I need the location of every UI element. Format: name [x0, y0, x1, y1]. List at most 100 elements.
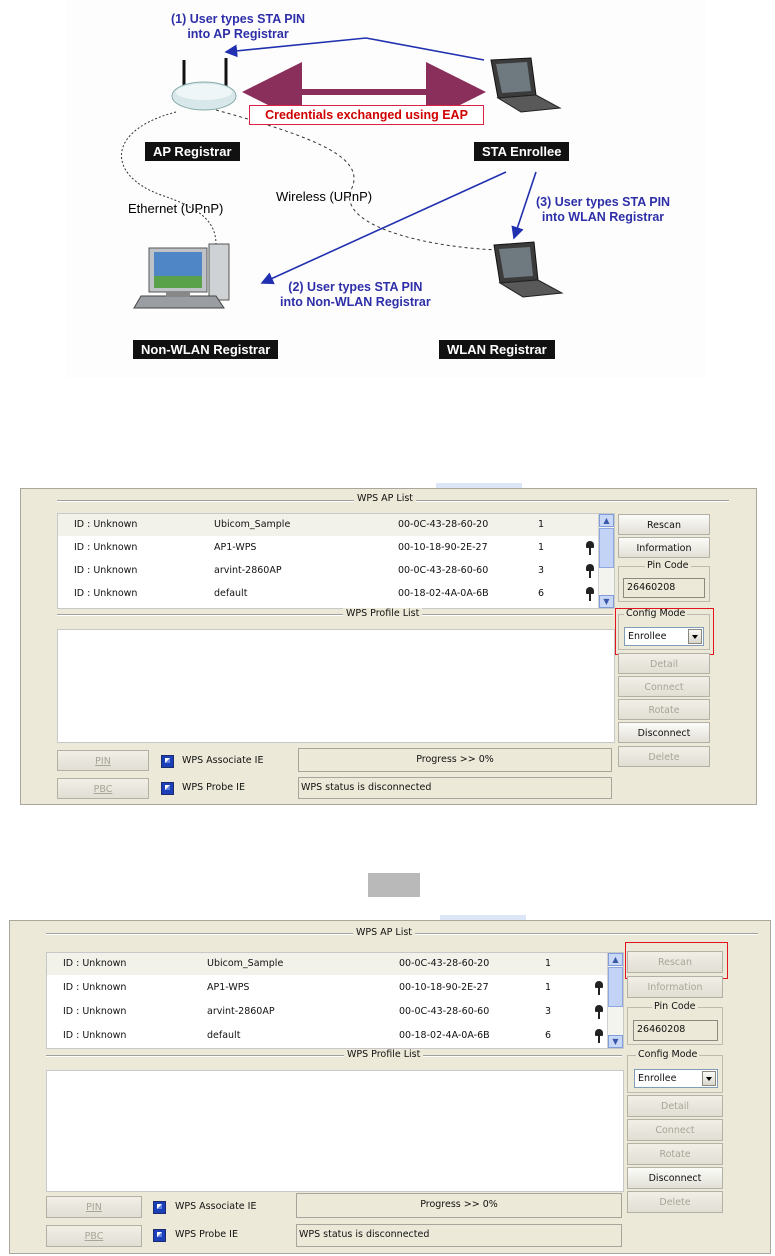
scroll-up-icon[interactable]: ▲: [599, 514, 614, 527]
rescan-button[interactable]: Rescan: [618, 514, 710, 535]
step2-note: (2) User types STA PIN into Non-WLAN Reg…: [280, 280, 431, 309]
detail-button[interactable]: Detail: [618, 653, 710, 674]
scroll-down-icon[interactable]: ▼: [608, 1035, 623, 1048]
ap-row[interactable]: ID : Unknown Ubicom_Sample 00-0C-43-28-6…: [47, 953, 607, 975]
chevron-down-icon[interactable]: [702, 1071, 716, 1086]
step3-note: (3) User types STA PIN into WLAN Registr…: [536, 195, 671, 224]
detail-button[interactable]: Detail: [627, 1095, 723, 1117]
ap-row[interactable]: ID : Unknown arvint-2860AP 00-0C-43-28-6…: [47, 1001, 607, 1023]
pin-button-label: PIN: [95, 756, 111, 767]
ap-id: ID : Unknown: [63, 958, 127, 969]
delete-button[interactable]: Delete: [618, 746, 710, 767]
divider: [57, 614, 613, 616]
pin-button[interactable]: PIN: [46, 1196, 142, 1218]
ap-list-scrollbar[interactable]: ▲ ▼: [607, 953, 623, 1048]
ap-row[interactable]: ID : Unknown AP1-WPS 00-10-18-90-2E-27 1: [58, 537, 598, 559]
information-button[interactable]: Information: [618, 537, 710, 558]
ap-id: ID : Unknown: [74, 542, 138, 553]
ap-channel: 1: [545, 982, 552, 993]
rotate-button[interactable]: Rotate: [618, 699, 710, 720]
ap-registrar-label: AP Registrar: [145, 142, 240, 161]
disconnect-button[interactable]: Disconnect: [618, 722, 710, 743]
ap-mac: 00-10-18-90-2E-27: [398, 542, 488, 553]
wps-ap-list-title: WPS AP List: [353, 927, 416, 938]
ap-list-scrollbar[interactable]: ▲ ▼: [598, 514, 614, 608]
wps-ap-list-title: WPS AP List: [354, 493, 417, 504]
config-mode-group: Config Mode Enrollee: [618, 608, 710, 650]
wps-probe-ie-label: WPS Probe IE: [182, 782, 245, 793]
disconnect-button[interactable]: Disconnect: [627, 1167, 723, 1189]
information-button[interactable]: Information: [627, 976, 723, 998]
pbc-button-label: PBC: [93, 784, 113, 795]
tab-stub: [440, 915, 526, 920]
ap-mac: 00-0C-43-28-60-60: [399, 1006, 490, 1017]
ap-row[interactable]: ID : Unknown default 00-18-02-4A-0A-6B 6: [47, 1025, 607, 1047]
chevron-down-icon[interactable]: [688, 629, 702, 644]
scroll-thumb[interactable]: [599, 528, 614, 568]
wps-profile-list[interactable]: [46, 1070, 624, 1192]
lock-icon: [586, 564, 595, 578]
wlan-registrar-label: WLAN Registrar: [439, 340, 555, 359]
lock-icon: [595, 1005, 604, 1019]
config-mode-label: Config Mode: [636, 1049, 700, 1060]
pin-code-label: Pin Code: [652, 1001, 698, 1012]
ap-ssid: Ubicom_Sample: [207, 958, 284, 969]
diagram-graphics: [121, 37, 564, 309]
ap-row[interactable]: ID : Unknown default 00-18-02-4A-0A-6B 6: [58, 583, 598, 605]
ap-row[interactable]: ID : Unknown AP1-WPS 00-10-18-90-2E-27 1: [47, 977, 607, 999]
wps-probe-ie-checkbox[interactable]: [161, 782, 174, 795]
pin-button-label: PIN: [86, 1202, 102, 1213]
config-mode-select[interactable]: Enrollee: [624, 627, 704, 646]
ap-ssid: arvint-2860AP: [214, 565, 282, 576]
lock-icon: [586, 587, 595, 601]
wps-profile-list-title: WPS Profile List: [343, 608, 423, 619]
desktop-computer-icon: [133, 243, 230, 309]
config-mode-select[interactable]: Enrollee: [634, 1069, 718, 1088]
pbc-button[interactable]: PBC: [46, 1225, 142, 1247]
pin-button[interactable]: PIN: [57, 750, 149, 771]
delete-button[interactable]: Delete: [627, 1191, 723, 1213]
laptop-icon: [490, 57, 562, 113]
ap-id: ID : Unknown: [74, 588, 138, 599]
scroll-up-icon[interactable]: ▲: [608, 953, 623, 966]
ap-row[interactable]: ID : Unknown Ubicom_Sample 00-0C-43-28-6…: [58, 514, 598, 536]
wps-ap-list[interactable]: ID : Unknown Ubicom_Sample 00-0C-43-28-6…: [46, 952, 624, 1049]
wps-associate-ie-checkbox[interactable]: [153, 1201, 166, 1214]
rotate-button[interactable]: Rotate: [627, 1143, 723, 1165]
ap-mac: 00-0C-43-28-60-20: [399, 958, 490, 969]
ap-row[interactable]: ID : Unknown arvint-2860AP 00-0C-43-28-6…: [58, 560, 598, 582]
ap-id: ID : Unknown: [74, 519, 138, 530]
connect-button[interactable]: Connect: [627, 1119, 723, 1141]
wps-profile-list[interactable]: [57, 629, 615, 743]
wireless-connection-label: Wireless (UPnP): [276, 189, 373, 204]
wps-profile-list-title: WPS Profile List: [344, 1049, 424, 1060]
ethernet-connection-label: Ethernet (UPnP): [128, 201, 224, 216]
wps-registrar-diagram: (1) User types STA PIN into AP Registrar…: [66, 0, 706, 378]
non-wlan-registrar-label: Non-WLAN Registrar: [133, 340, 279, 359]
config-mode-value: Enrollee: [628, 631, 667, 642]
scroll-thumb[interactable]: [608, 967, 623, 1007]
highlight-config-mode: [615, 608, 714, 655]
wps-associate-ie-checkbox[interactable]: [161, 755, 174, 768]
caption-placeholder: [368, 873, 420, 897]
config-mode-value: Enrollee: [638, 1073, 677, 1084]
wps-probe-ie-checkbox[interactable]: [153, 1229, 166, 1242]
pbc-button[interactable]: PBC: [57, 778, 149, 799]
ap-channel: 6: [538, 588, 545, 599]
ap-channel: 3: [545, 1006, 552, 1017]
step1-note: (1) User types STA PIN into AP Registrar: [171, 12, 306, 41]
ap-id: ID : Unknown: [63, 982, 127, 993]
lock-icon: [586, 541, 595, 555]
ap-mac: 00-0C-43-28-60-20: [398, 519, 489, 530]
highlight-rescan: [625, 942, 728, 979]
ap-id: ID : Unknown: [63, 1006, 127, 1017]
rescan-button[interactable]: Rescan: [627, 951, 723, 973]
connect-button[interactable]: Connect: [618, 676, 710, 697]
ap-id: ID : Unknown: [74, 565, 138, 576]
scroll-down-icon[interactable]: ▼: [599, 595, 614, 608]
wps-panel: WPS AP List ID : Unknown Ubicom_Sample 0…: [9, 920, 771, 1254]
ap-ssid: AP1-WPS: [214, 542, 257, 553]
wps-ap-list[interactable]: ID : Unknown Ubicom_Sample 00-0C-43-28-6…: [57, 513, 615, 609]
wps-status: WPS status is disconnected: [298, 777, 612, 799]
ap-ssid: default: [214, 588, 248, 599]
